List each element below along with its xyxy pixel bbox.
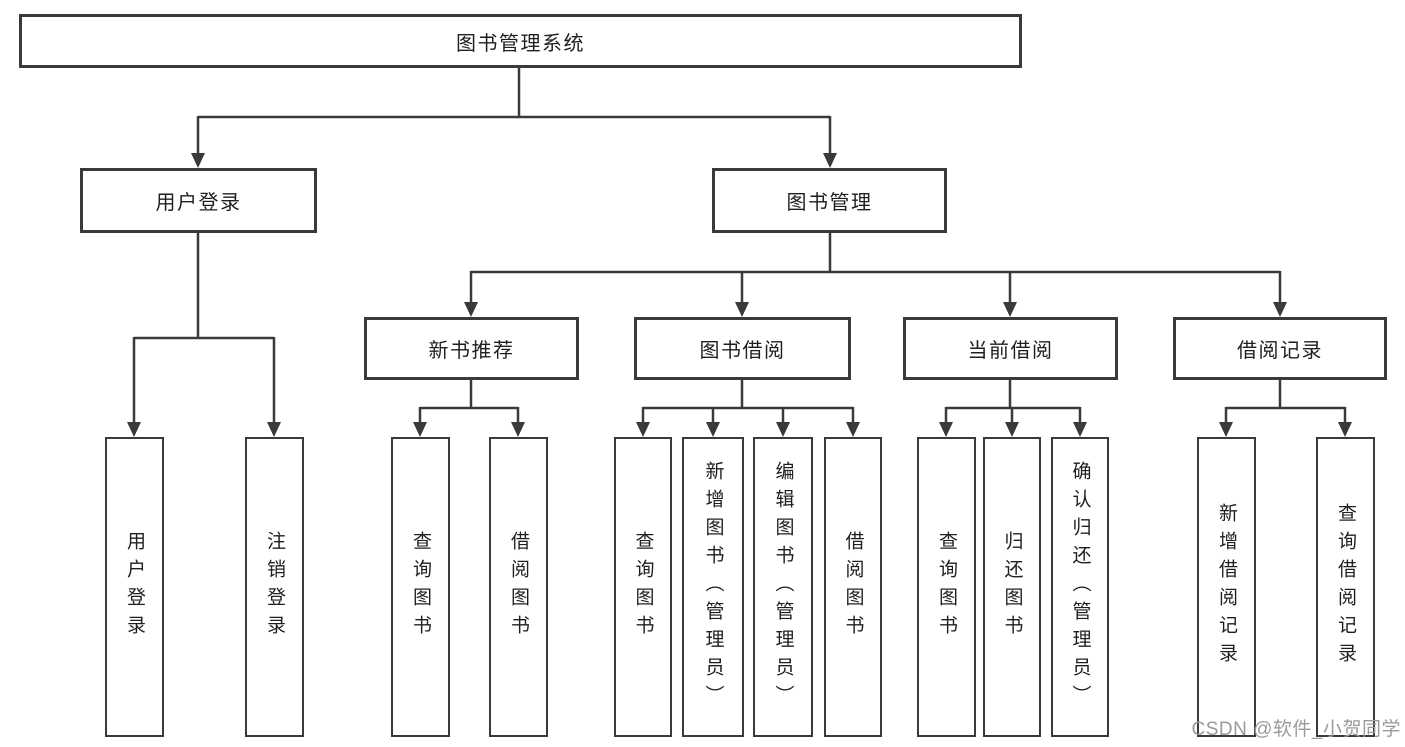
node-label: 查询图书 — [936, 531, 957, 643]
node-label: 归还图书 — [1001, 531, 1023, 643]
node-label: 查询图书 — [410, 531, 431, 643]
leaf-borrow-query-books: 查询图书 — [614, 437, 672, 737]
node-label: 借阅图书 — [508, 531, 529, 643]
node-book-borrow: 图书借阅 — [634, 317, 851, 380]
csdn-watermark: CSDN @软件_小贺同学 — [1191, 719, 1401, 740]
node-label: 新增借阅记录 — [1216, 503, 1237, 671]
node-label: 新书推荐 — [428, 340, 515, 362]
node-label: 借阅图书 — [842, 531, 864, 643]
leaf-logout: 注销登录 — [245, 437, 304, 737]
node-label: 用户登录 — [155, 192, 242, 214]
leaf-borrow-edit-books-admin: 编辑图书（管理员） — [753, 437, 813, 737]
node-label: 借阅记录 — [1237, 340, 1323, 362]
leaf-recommend-query-books: 查询图书 — [391, 437, 450, 737]
node-label: 图书管理系统 — [456, 32, 585, 55]
node-current-borrow: 当前借阅 — [903, 317, 1118, 380]
node-label: 当前借阅 — [967, 340, 1054, 362]
node-user-login: 用户登录 — [80, 168, 317, 233]
node-label: 注销登录 — [264, 531, 285, 643]
node-label: 编辑图书（管理员） — [772, 461, 794, 713]
node-library-system: 图书管理系统 — [19, 14, 1022, 68]
node-label: 新增图书（管理员） — [702, 461, 724, 713]
node-borrow-records: 借阅记录 — [1173, 317, 1387, 380]
arrowhead-icons — [127, 153, 1352, 437]
node-label: 用户登录 — [124, 531, 145, 643]
leaf-records-add-record: 新增借阅记录 — [1197, 437, 1256, 737]
leaf-records-query-record: 查询借阅记录 — [1316, 437, 1375, 737]
node-label: 图书借阅 — [699, 340, 786, 362]
node-label: 确认归还（管理员） — [1069, 461, 1091, 713]
node-label: 图书管理 — [786, 192, 873, 214]
node-book-management: 图书管理 — [712, 168, 947, 233]
node-label: 查询借阅记录 — [1335, 503, 1356, 671]
node-label: 查询图书 — [632, 531, 654, 643]
leaf-current-query-books: 查询图书 — [917, 437, 976, 737]
leaf-borrow-borrow-books: 借阅图书 — [824, 437, 882, 737]
leaf-user-login: 用户登录 — [105, 437, 164, 737]
leaf-recommend-borrow-books: 借阅图书 — [489, 437, 548, 737]
node-new-book-recommend: 新书推荐 — [364, 317, 579, 380]
leaf-current-confirm-return-admin: 确认归还（管理员） — [1051, 437, 1109, 737]
leaf-borrow-add-books-admin: 新增图书（管理员） — [682, 437, 744, 737]
leaf-current-return-books: 归还图书 — [983, 437, 1041, 737]
